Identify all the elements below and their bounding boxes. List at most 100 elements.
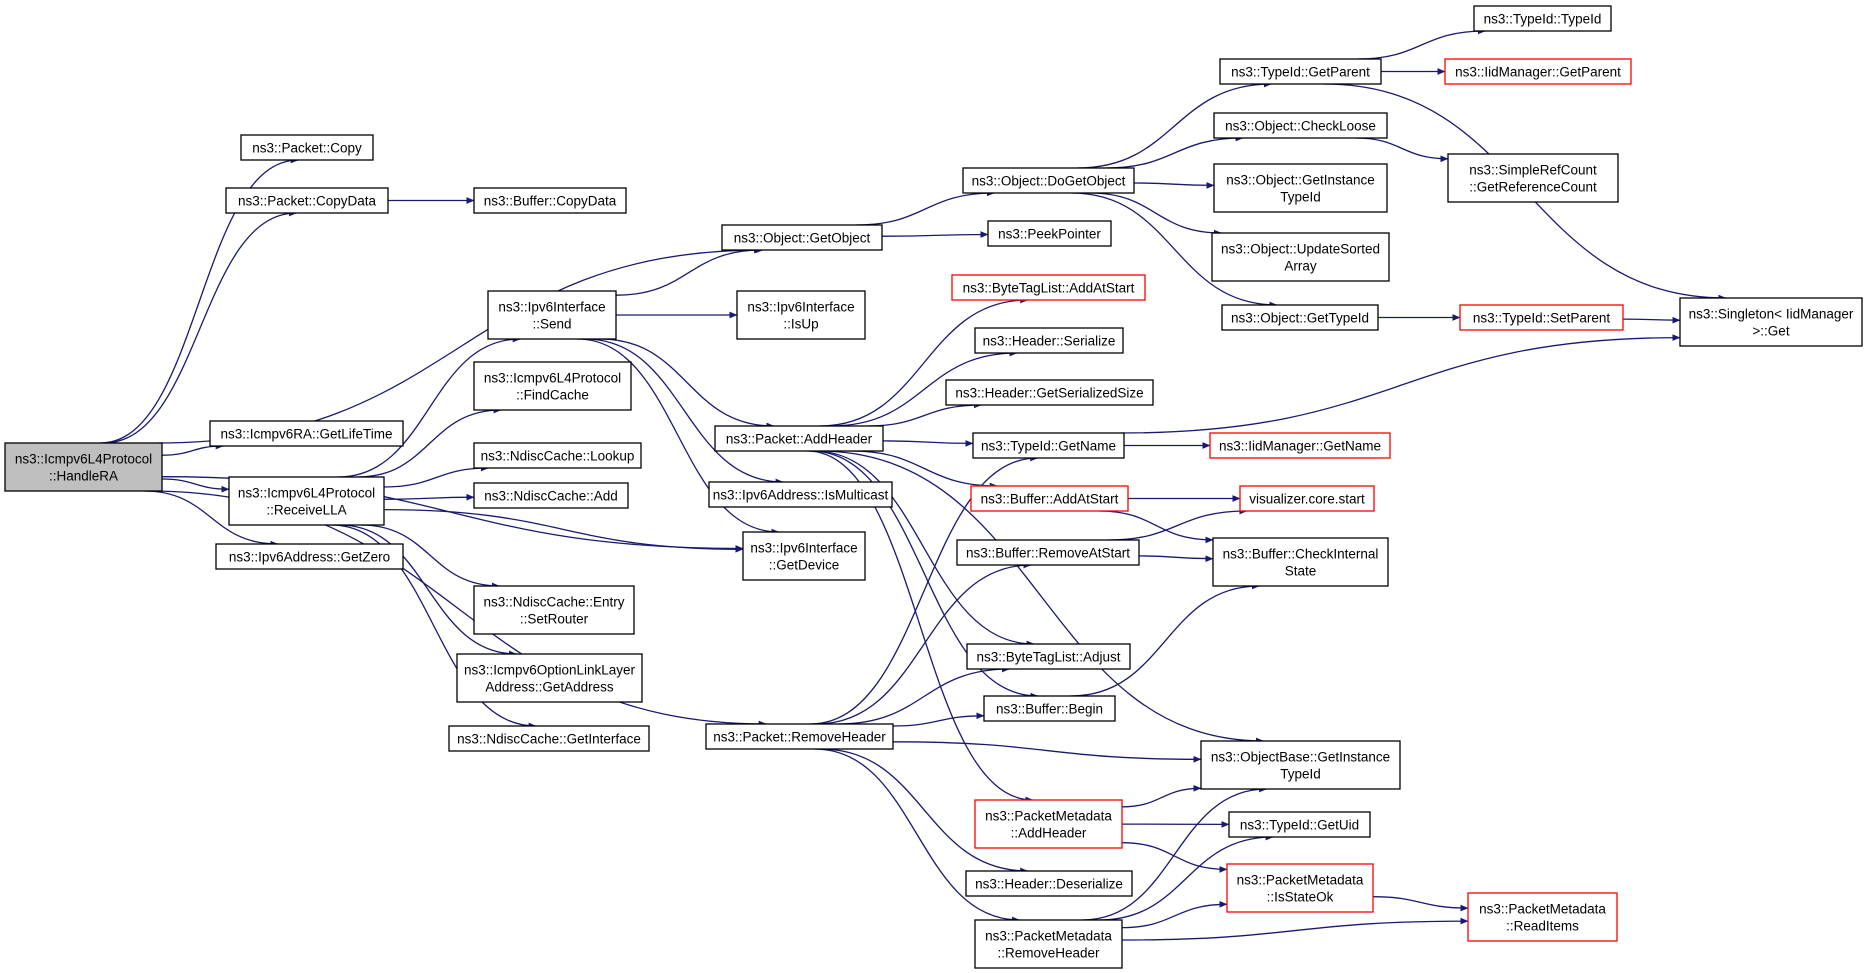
node-ismulticast[interactable]: ns3::Ipv6Address::IsMulticast xyxy=(708,481,893,508)
node-receivella[interactable]: ns3::Icmpv6L4Protocol::ReceiveLLA xyxy=(228,476,385,526)
node-premoveheader[interactable]: ns3::Packet::RemoveHeader xyxy=(705,723,894,750)
node-singletonget-box xyxy=(1679,297,1863,347)
node-hdeserialize[interactable]: ns3::Header::Deserialize xyxy=(965,870,1133,897)
node-setrouter[interactable]: ns3::NdiscCache::Entry::SetRouter xyxy=(473,585,635,635)
node-hgetsersize-box xyxy=(945,379,1154,406)
node-ndgetif-box xyxy=(448,725,650,752)
edge-root-to-receivella xyxy=(161,478,230,493)
node-peekpointer[interactable]: ns3::PeekPointer xyxy=(987,220,1112,247)
node-tidtypeid[interactable]: ns3::TypeId::TypeId xyxy=(1473,5,1612,32)
node-updatesorted-label-1: Array xyxy=(1284,259,1317,274)
node-btladdatstart[interactable]: ns3::ByteTagList::AddAtStart xyxy=(951,274,1146,301)
node-ipv6send[interactable]: ns3::Ipv6Interface::Send xyxy=(487,290,617,340)
node-pcopy-label-0: ns3::Packet::Copy xyxy=(252,141,362,156)
node-lookup[interactable]: ns3::NdiscCache::Lookup xyxy=(473,442,642,469)
node-dogetobject[interactable]: ns3::Object::DoGetObject xyxy=(962,167,1135,194)
node-iidgetparent[interactable]: ns3::IidManager::GetParent xyxy=(1444,58,1632,85)
node-pmreaditems[interactable]: ns3::PacketMetadata::ReadItems xyxy=(1467,892,1618,942)
node-objgettypeid[interactable]: ns3::Object::GetTypeId xyxy=(1221,304,1379,331)
node-getobject[interactable]: ns3::Object::GetObject xyxy=(721,224,883,251)
node-obgetinsttypeid-label-0: ns3::ObjectBase::GetInstance xyxy=(1211,750,1390,765)
node-pmisstateok-label-0: ns3::PacketMetadata xyxy=(1237,873,1364,888)
node-vizstart[interactable]: visualizer.core.start xyxy=(1239,485,1375,512)
node-checkloose[interactable]: ns3::Object::CheckLoose xyxy=(1213,112,1388,139)
node-pmisstateok[interactable]: ns3::PacketMetadata::IsStateOk xyxy=(1226,863,1374,913)
nodes-layer: ns3::Icmpv6L4Protocol::HandleRAns3::Pack… xyxy=(4,5,1863,969)
node-findcache[interactable]: ns3::Icmpv6L4Protocol::FindCache xyxy=(473,361,632,411)
node-hgetsersize[interactable]: ns3::Header::GetSerializedSize xyxy=(945,379,1154,406)
edge-dogetobject-to-objgettypeid xyxy=(1071,192,1278,309)
edge-ipv6send-to-getdevice xyxy=(577,338,780,536)
node-srcgetrefcount-label-0: ns3::SimpleRefCount xyxy=(1469,163,1597,178)
edge-paddheader-to-tidgetname xyxy=(882,440,974,447)
node-receivella-label-1: ::ReceiveLLA xyxy=(266,503,346,518)
node-optgetaddr[interactable]: ns3::Icmpv6OptionLinkLayerAddress::GetAd… xyxy=(456,653,643,703)
node-checkloose-box xyxy=(1213,112,1388,139)
node-receivella-box xyxy=(228,476,385,526)
node-ipv6send-label-0: ns3::Ipv6Interface xyxy=(498,300,605,315)
edge-bbegin-to-bcheckinternal xyxy=(1070,582,1260,697)
node-hserialize[interactable]: ns3::Header::Serialize xyxy=(974,327,1124,354)
node-ralifetime[interactable]: ns3::Icmpv6RA::GetLifeTime xyxy=(209,420,404,447)
node-setrouter-label-0: ns3::NdiscCache::Entry xyxy=(483,595,624,610)
node-tidsetparent[interactable]: ns3::TypeId::SetParent xyxy=(1459,304,1624,331)
node-receivella-label-0: ns3::Icmpv6L4Protocol xyxy=(238,486,375,501)
node-getzero-box xyxy=(215,543,404,570)
node-tidgetname[interactable]: ns3::TypeId::GetName xyxy=(972,432,1125,459)
node-ndadd[interactable]: ns3::NdiscCache::Add xyxy=(473,482,629,509)
node-getdevice-box xyxy=(742,531,866,581)
node-ipv6isup-box xyxy=(736,290,866,340)
node-pcopydata[interactable]: ns3::Packet::CopyData xyxy=(225,187,389,214)
node-baddatstart[interactable]: ns3::Buffer::AddAtStart xyxy=(970,485,1129,512)
edge-receivella-to-setrouter xyxy=(360,524,500,590)
edge-root-to-pcopydata xyxy=(103,209,297,444)
node-btladjust-label-0: ns3::ByteTagList::Adjust xyxy=(976,650,1120,665)
node-singletonget[interactable]: ns3::Singleton< IidManager>::Get xyxy=(1679,297,1863,347)
node-srcgetrefcount[interactable]: ns3::SimpleRefCount::GetReferenceCount xyxy=(1447,153,1619,203)
node-pmremoveheader[interactable]: ns3::PacketMetadata::RemoveHeader xyxy=(974,919,1123,969)
node-premoveheader-label-0: ns3::Packet::RemoveHeader xyxy=(713,730,886,745)
node-bbegin-label-0: ns3::Buffer::Begin xyxy=(996,702,1103,717)
node-dogetobject-label-0: ns3::Object::DoGetObject xyxy=(972,174,1126,189)
node-pmaddheader[interactable]: ns3::PacketMetadata::AddHeader xyxy=(974,799,1123,849)
node-obgetinsttypeid-box xyxy=(1200,740,1401,790)
edge-dogetobject-to-tidgetparent xyxy=(1077,80,1272,169)
node-pmaddheader-label-1: ::AddHeader xyxy=(1011,826,1087,841)
node-bbegin-box xyxy=(983,695,1116,722)
node-iidgetname[interactable]: ns3::IidManager::GetName xyxy=(1209,432,1391,459)
node-ndgetif[interactable]: ns3::NdiscCache::GetInterface xyxy=(448,725,650,752)
node-ipv6send-label-1: ::Send xyxy=(532,317,571,332)
edge-receivella-to-getdevice xyxy=(383,508,744,553)
node-paddheader-box xyxy=(714,425,884,452)
edge-paddheader-to-btladjust xyxy=(813,450,1035,648)
node-bbegin[interactable]: ns3::Buffer::Begin xyxy=(983,695,1116,722)
edge-tidgetparent-to-tidtypeid xyxy=(1357,27,1486,60)
node-findcache-label-1: ::FindCache xyxy=(516,388,589,403)
node-getzero-label-0: ns3::Ipv6Address::GetZero xyxy=(229,550,390,565)
node-bcopydata[interactable]: ns3::Buffer::CopyData xyxy=(473,187,627,214)
node-getdevice[interactable]: ns3::Ipv6Interface::GetDevice xyxy=(742,531,866,581)
node-tidgetparent[interactable]: ns3::TypeId::GetParent xyxy=(1219,58,1382,85)
node-pcopy[interactable]: ns3::Packet::Copy xyxy=(240,134,374,161)
edge-receivella-to-lookup xyxy=(383,464,489,488)
node-btladjust-box xyxy=(966,643,1131,670)
node-btladjust[interactable]: ns3::ByteTagList::Adjust xyxy=(966,643,1131,670)
node-getzero[interactable]: ns3::Ipv6Address::GetZero xyxy=(215,543,404,570)
node-bremoveatstart[interactable]: ns3::Buffer::RemoveAtStart xyxy=(956,539,1140,566)
node-tidgetuid[interactable]: ns3::TypeId::GetUid xyxy=(1228,811,1371,838)
edge-root-to-ralifetime xyxy=(161,442,224,456)
node-optgetaddr-box xyxy=(456,653,643,703)
edge-root-to-getzero xyxy=(144,490,279,548)
node-bcheckinternal-box xyxy=(1212,537,1389,587)
node-tidtypeid-label-0: ns3::TypeId::TypeId xyxy=(1484,12,1602,27)
edge-baddatstart-to-bcheckinternal xyxy=(1098,510,1214,544)
edges-layer xyxy=(100,27,1727,941)
node-paddheader[interactable]: ns3::Packet::AddHeader xyxy=(714,425,884,452)
edge-tidsetparent-to-singletonget xyxy=(1622,316,1681,324)
node-ralifetime-box xyxy=(209,420,404,447)
node-ipv6isup[interactable]: ns3::Ipv6Interface::IsUp xyxy=(736,290,866,340)
